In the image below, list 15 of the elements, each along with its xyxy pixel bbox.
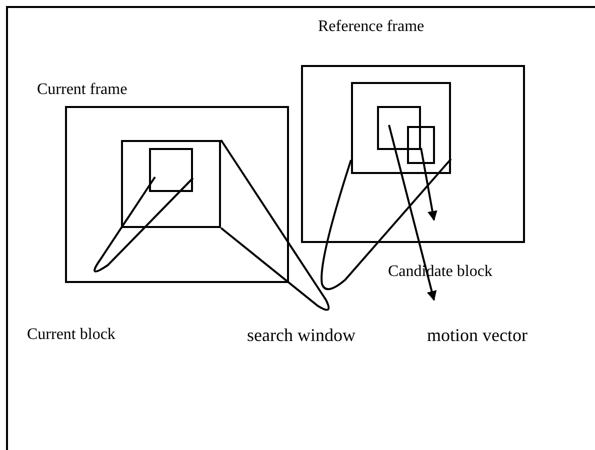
text-label: motion vector — [427, 326, 528, 344]
callout-loop — [94, 176, 194, 272]
text-label: search window — [247, 326, 356, 344]
motion-vector-arrow — [420, 148, 438, 221]
frame-title: Current frame — [37, 82, 128, 98]
callout-loop — [220, 139, 330, 311]
frame-box — [149, 148, 193, 192]
frame-box — [377, 106, 421, 150]
frame-box — [351, 82, 451, 174]
motion-vector-arrow — [388, 124, 437, 301]
frame-box — [407, 126, 435, 164]
callout-loop — [320, 158, 452, 290]
text-label: Current block — [27, 327, 116, 343]
frame-box — [121, 140, 221, 228]
frame-title: Reference frame — [318, 19, 424, 35]
